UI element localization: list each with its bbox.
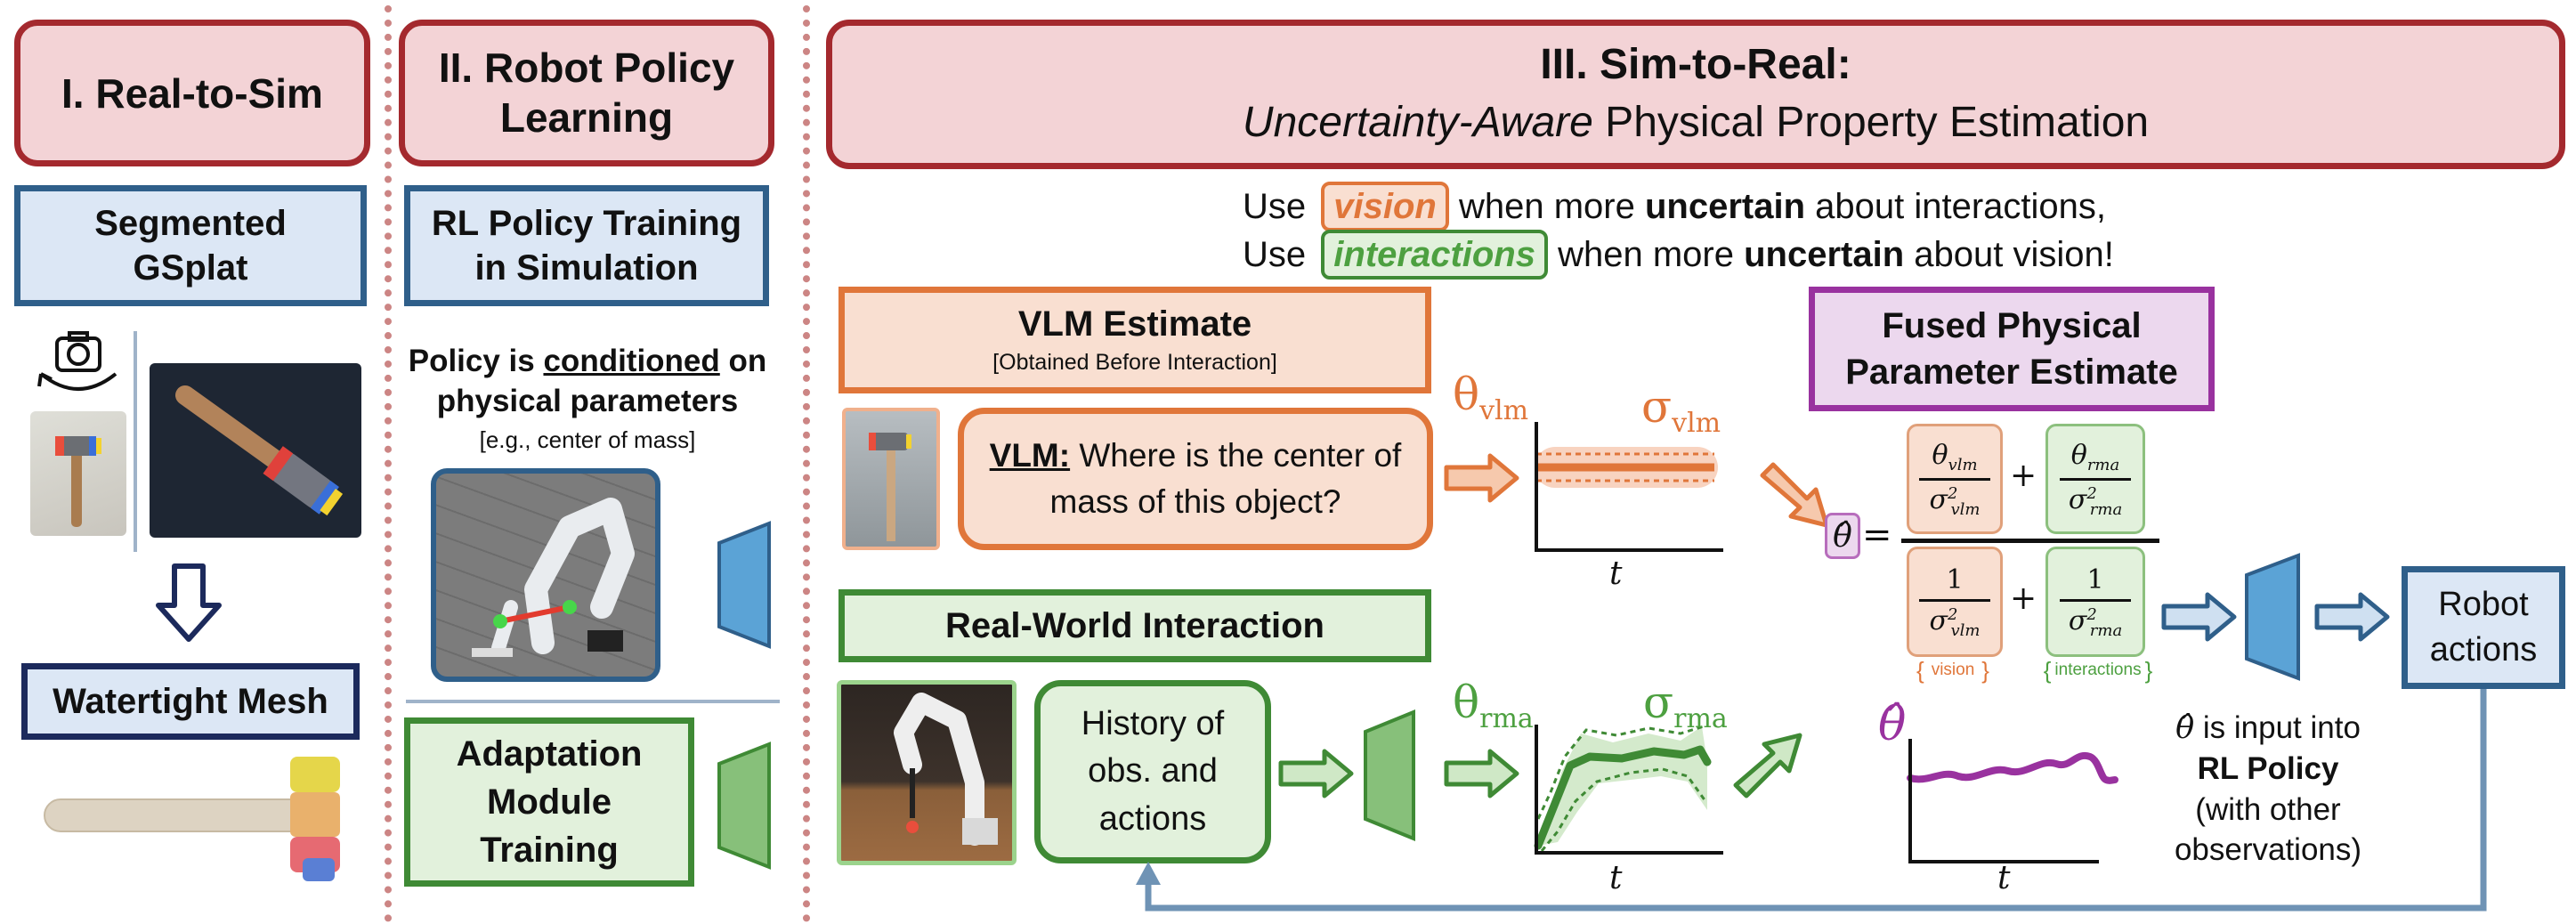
- adaptation-network-icon: [716, 741, 773, 871]
- theta-hat-plot: [1866, 694, 2133, 890]
- fusion-to-policy-arrow-icon: [2161, 591, 2238, 643]
- section-separator-2: [803, 5, 810, 922]
- theta-hat-symbol: θ̂: [1825, 513, 1860, 559]
- mesh-box: Watertight Mesh: [21, 663, 360, 740]
- rma-plot-t-label: t: [1609, 860, 1623, 896]
- robot-actions-box: Robot actions: [2402, 566, 2565, 689]
- theta-hat-plot-t-label: t: [1997, 860, 2011, 896]
- vision-tag: vision: [1321, 182, 1449, 231]
- denominator-interaction-term: 1 σ2rma: [2045, 547, 2145, 657]
- policy-to-actions-arrow-icon: [2314, 591, 2391, 643]
- vlm-estimate-box: VLM Estimate [Obtained Before Interactio…: [838, 287, 1431, 393]
- interactions-brace-label: {interactions}: [2043, 656, 2153, 684]
- rma-to-fusion-arrow-icon: [1732, 726, 1809, 803]
- use-interactions-line: Use interactions when more uncertain abo…: [1243, 228, 2222, 281]
- adaptation-module-box: Adaptation Module Training: [404, 717, 694, 887]
- sigma-rma-label: σrma: [1643, 677, 1728, 734]
- rl-training-box: RL Policy Training in Simulation: [404, 185, 769, 306]
- feedback-loop-arrow: [1122, 685, 2576, 917]
- history-box: History of obs. and actions: [1034, 680, 1271, 863]
- theta-vlm-label: θvlm: [1453, 369, 1529, 426]
- vlm-to-fusion-arrow-icon: [1759, 458, 1835, 534]
- numerator-vision-term: θvlm σ2vlm: [1907, 424, 2003, 534]
- section3-title-line2: Uncertainty-Aware Physical Property Esti…: [1242, 99, 2150, 146]
- rma-arrow-icon: [1444, 748, 1520, 799]
- policy-network-icon: [716, 520, 773, 650]
- theta-hat-input-text: θ̂ is input into RL Policy (with other o…: [2174, 709, 2362, 868]
- rma-plot: [1456, 677, 1750, 881]
- gsplat-box: Segmented GSplat: [14, 185, 367, 306]
- history-arrow-icon: [1278, 748, 1355, 799]
- plus-sign-denominator: +: [2010, 580, 2037, 617]
- fraction-bar: [1901, 539, 2159, 543]
- vlm-plot: [1456, 365, 1750, 588]
- sigma-vlm-label: σvlm: [1641, 381, 1721, 439]
- section2-title: II. Robot Policy Learning: [399, 20, 774, 166]
- vlm-object-photo: [842, 408, 940, 550]
- use-vision-line: Use vision when more uncertain about int…: [1243, 180, 2222, 233]
- section3-title-line1: III. Sim-to-Real:: [1540, 41, 1851, 89]
- down-arrow-icon: [153, 563, 224, 644]
- hammer-photo-small: [30, 411, 126, 536]
- adaptation-module-icon: [1362, 709, 1417, 842]
- plus-sign-numerator: +: [2010, 458, 2037, 494]
- rl-policy-network-icon: [2243, 552, 2302, 682]
- interactions-tag: interactions: [1321, 230, 1548, 280]
- vision-brace-label: {vision}: [1916, 656, 1989, 684]
- robot-photo: [837, 680, 1017, 865]
- equals-sign: =: [1862, 515, 1892, 555]
- vlm-plot-t-label: t: [1609, 555, 1623, 592]
- theta-hat-plot-label: θ̂: [1878, 698, 1907, 751]
- policy-conditioned-text: Policy is conditioned on physical parame…: [392, 331, 783, 465]
- policy-example: [e.g., center of mass]: [479, 426, 696, 453]
- real-world-interaction-box: Real-World Interaction: [838, 589, 1431, 662]
- section1-title: I. Real-to-Sim: [14, 20, 370, 166]
- section-separator-1: [385, 5, 392, 922]
- watertight-mesh-render: [36, 748, 356, 890]
- gsplat-render: [150, 363, 361, 538]
- simulation-render: [431, 468, 660, 682]
- theta-rma-label: θrma: [1453, 677, 1534, 734]
- vlm-question-box: VLM: Where is the center of mass of this…: [958, 408, 1433, 550]
- divider-line: [134, 331, 137, 552]
- numerator-interaction-term: θrma σ2rma: [2045, 424, 2145, 534]
- camera-rotate-icon: [30, 329, 126, 404]
- vlm-arrow-icon: [1444, 452, 1520, 504]
- fused-estimate-box: Fused Physical Parameter Estimate: [1809, 287, 2215, 411]
- denominator-vision-term: 1 σ2vlm: [1907, 547, 2003, 657]
- horizontal-divider: [406, 700, 780, 703]
- section3-title: III. Sim-to-Real: Uncertainty-Aware Phys…: [826, 20, 2565, 169]
